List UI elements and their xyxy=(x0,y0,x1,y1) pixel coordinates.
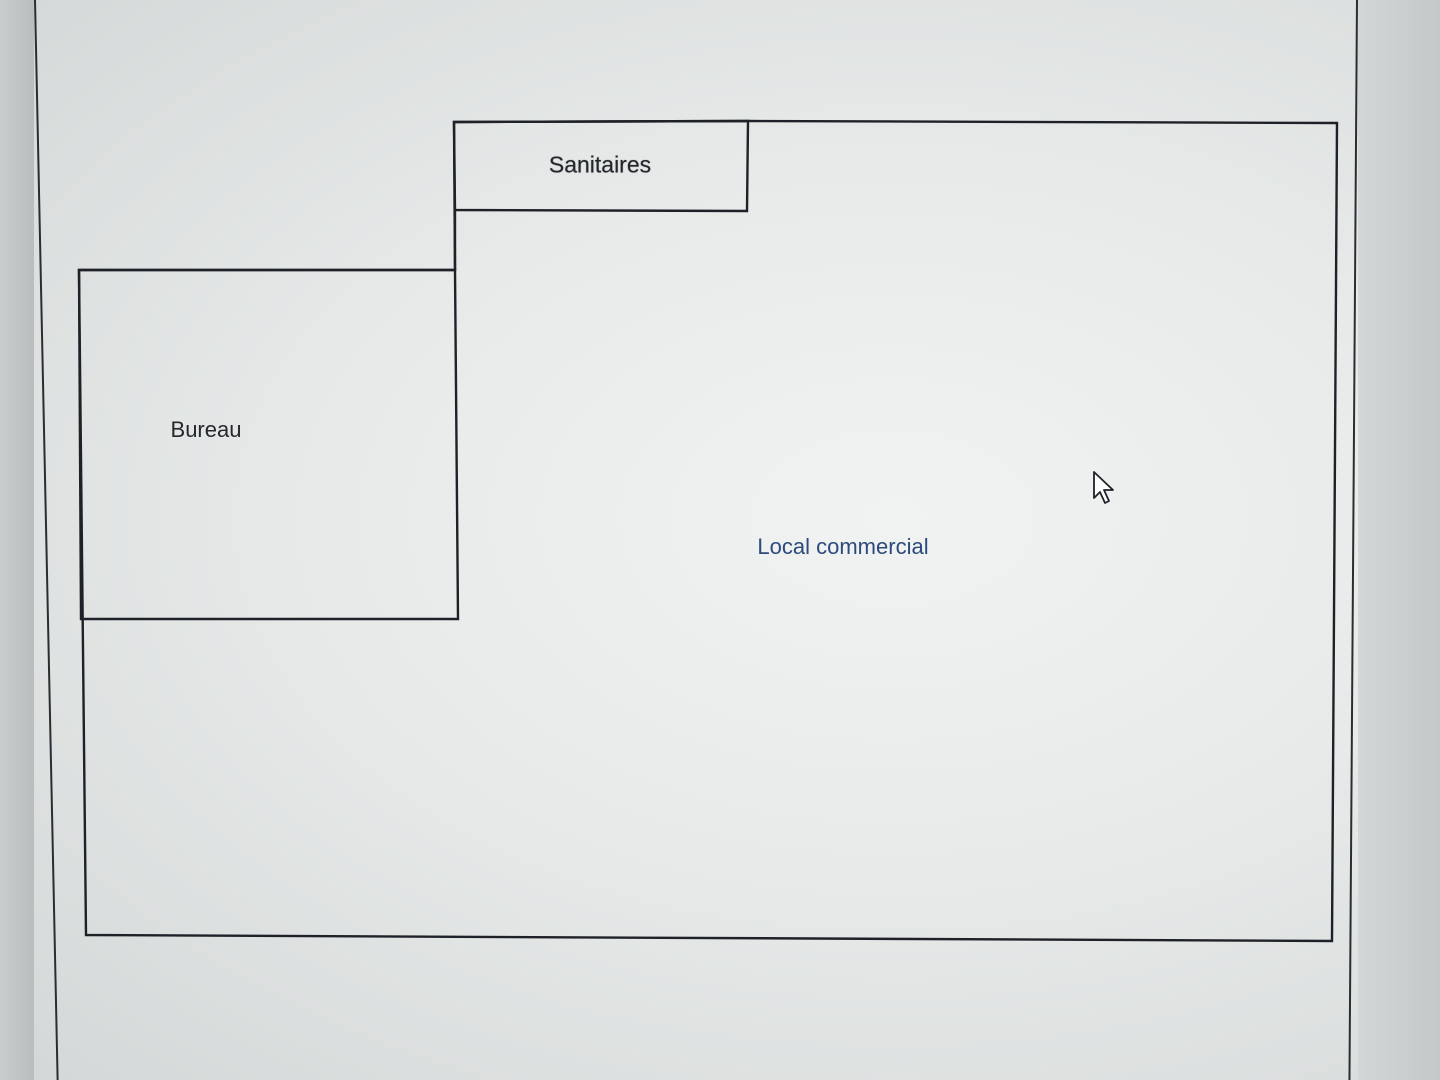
room-bureau[interactable] xyxy=(77,268,460,621)
outer-wall xyxy=(77,119,1339,943)
monitor-bezel-left xyxy=(0,0,34,1080)
room-sanitaires[interactable] xyxy=(452,119,750,213)
room-label-bureau: Bureau xyxy=(170,417,242,442)
room-label-sanitaires: Sanitaires xyxy=(548,151,652,178)
mouse-pointer-icon xyxy=(1093,471,1114,504)
room-label-local-commercial: Local commercial xyxy=(757,534,929,559)
monitor-bezel-right xyxy=(1358,0,1440,1080)
